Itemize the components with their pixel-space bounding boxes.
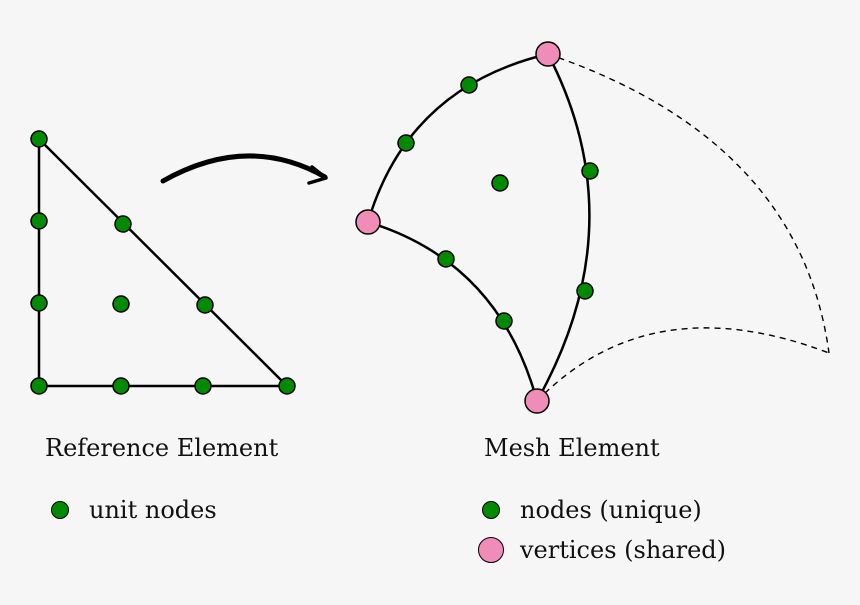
mesh-node xyxy=(581,162,599,180)
mesh-vertices xyxy=(355,41,561,414)
mesh-edge-left xyxy=(366,52,549,223)
mesh-node xyxy=(437,250,455,268)
legend-mesh-nodes: nodes (unique) xyxy=(482,496,702,524)
mesh-edge-right xyxy=(535,53,591,402)
mesh-node xyxy=(491,174,509,192)
legend-unit-nodes-label: unit nodes xyxy=(89,496,217,524)
mesh-node xyxy=(397,134,415,152)
unit-node xyxy=(30,294,48,312)
unit-node xyxy=(30,130,48,148)
mesh-element xyxy=(355,41,599,414)
pink-vertex-icon xyxy=(478,537,504,563)
unit-node xyxy=(30,377,48,395)
unit-node xyxy=(196,296,214,314)
dashed-edge-top xyxy=(547,53,830,354)
unit-node xyxy=(30,212,48,230)
curved-arrow-icon xyxy=(160,153,328,185)
mesh-node xyxy=(460,76,478,94)
legend-unit-nodes: unit nodes xyxy=(51,496,217,524)
unit-node xyxy=(114,215,132,233)
green-node-icon xyxy=(482,501,500,519)
mesh-node xyxy=(495,312,513,330)
mesh-vertex xyxy=(524,388,550,414)
neighbor-element-outline xyxy=(536,53,830,402)
mesh-vertex xyxy=(535,41,561,67)
mesh-nodes xyxy=(397,76,599,330)
mesh-edge-bottom xyxy=(367,220,539,402)
legend-mesh-vertices: vertices (shared) xyxy=(478,536,726,564)
dashed-edge-bottom xyxy=(536,327,830,402)
mesh-vertex xyxy=(355,209,381,235)
unit-node xyxy=(112,295,130,313)
unit-node xyxy=(278,377,296,395)
mesh-node xyxy=(576,282,594,300)
reference-nodes xyxy=(30,130,296,395)
reference-element-caption: Reference Element xyxy=(45,434,279,462)
mesh-element-caption: Mesh Element xyxy=(484,434,660,462)
reference-triangle xyxy=(37,137,289,388)
legend-mesh-vertices-label: vertices (shared) xyxy=(520,536,726,564)
legend-mesh-nodes-label: nodes (unique) xyxy=(520,496,702,524)
reference-element xyxy=(30,130,296,395)
unit-node xyxy=(112,377,130,395)
unit-node xyxy=(194,377,212,395)
green-node-icon xyxy=(51,501,69,519)
